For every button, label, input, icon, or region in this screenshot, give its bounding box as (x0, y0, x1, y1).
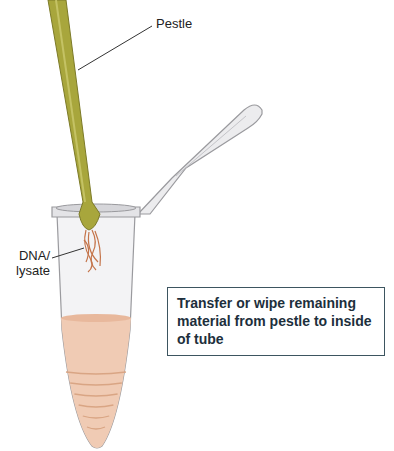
pestle (48, 0, 100, 230)
tube-body (57, 214, 135, 448)
part-label: Pestle (156, 16, 192, 31)
callout-box: Transfer or wipe remaining material from… (167, 287, 385, 356)
leader-line (78, 26, 152, 70)
callout-text: Transfer or wipe remaining material from… (177, 294, 375, 348)
lysate-liquid (61, 318, 131, 448)
part-label: DNA/ lysate (4, 248, 50, 278)
tube-lid (138, 105, 262, 214)
dna-fibres (84, 230, 100, 272)
leader-line (52, 248, 84, 258)
